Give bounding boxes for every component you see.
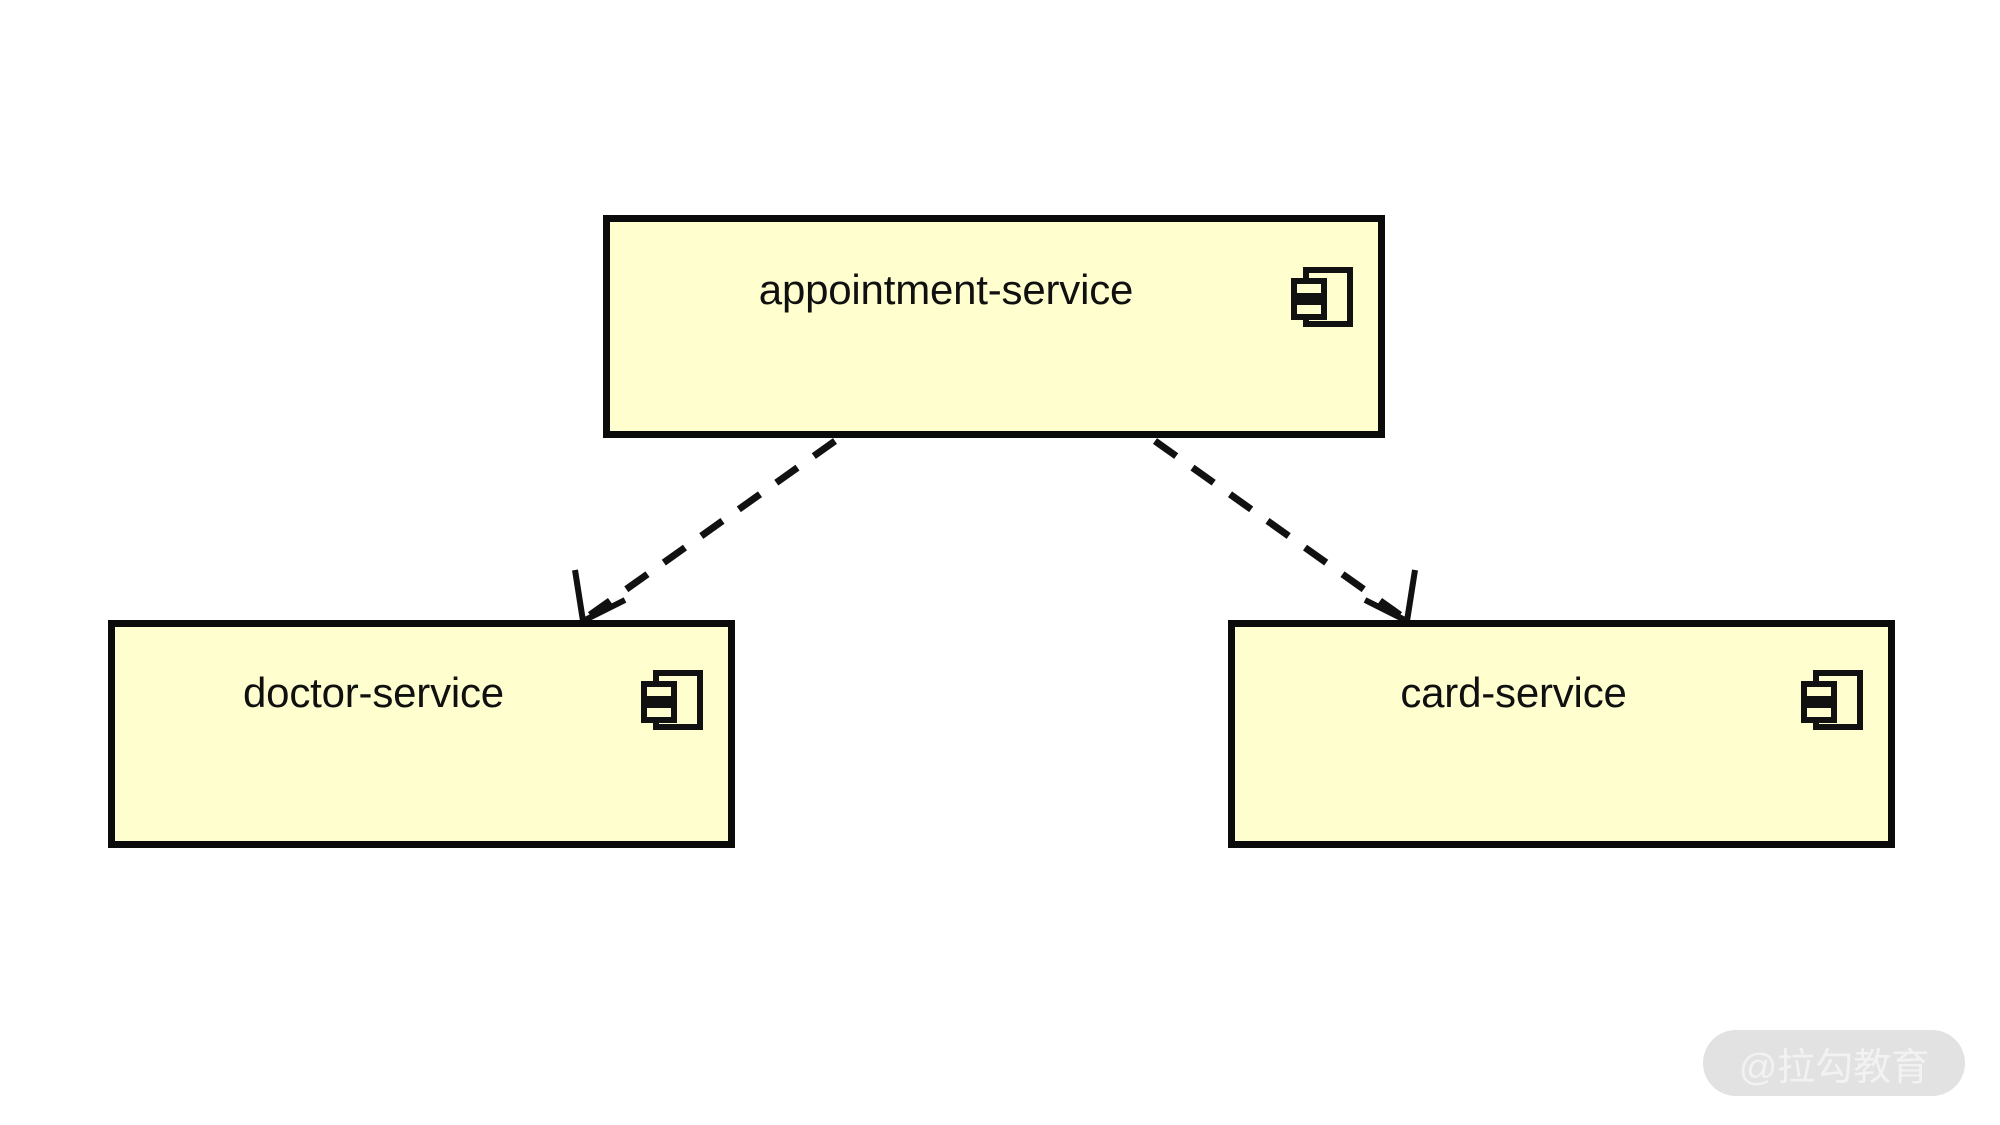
dependency-appointment-to-doctor [572, 438, 838, 624]
uml-component-icon [1291, 267, 1353, 327]
component-label-doctor-service: doctor-service [243, 669, 504, 716]
uml-component-icon [641, 670, 703, 730]
component-label-appointment-service: appointment-service [758, 266, 1134, 313]
dependency-appointment-to-card [1152, 438, 1418, 624]
component-doctor-service[interactable]: doctor-service [108, 620, 735, 848]
component-appointment-service[interactable]: appointment-service [603, 215, 1385, 438]
component-card-service[interactable]: card-service [1228, 620, 1895, 848]
component-label-card-service: card-service [1400, 669, 1627, 716]
watermark-badge: @拉勾教育 [1703, 1030, 1965, 1096]
uml-component-icon [1801, 670, 1863, 730]
watermark-text: @拉勾教育 [1738, 1046, 1930, 1089]
